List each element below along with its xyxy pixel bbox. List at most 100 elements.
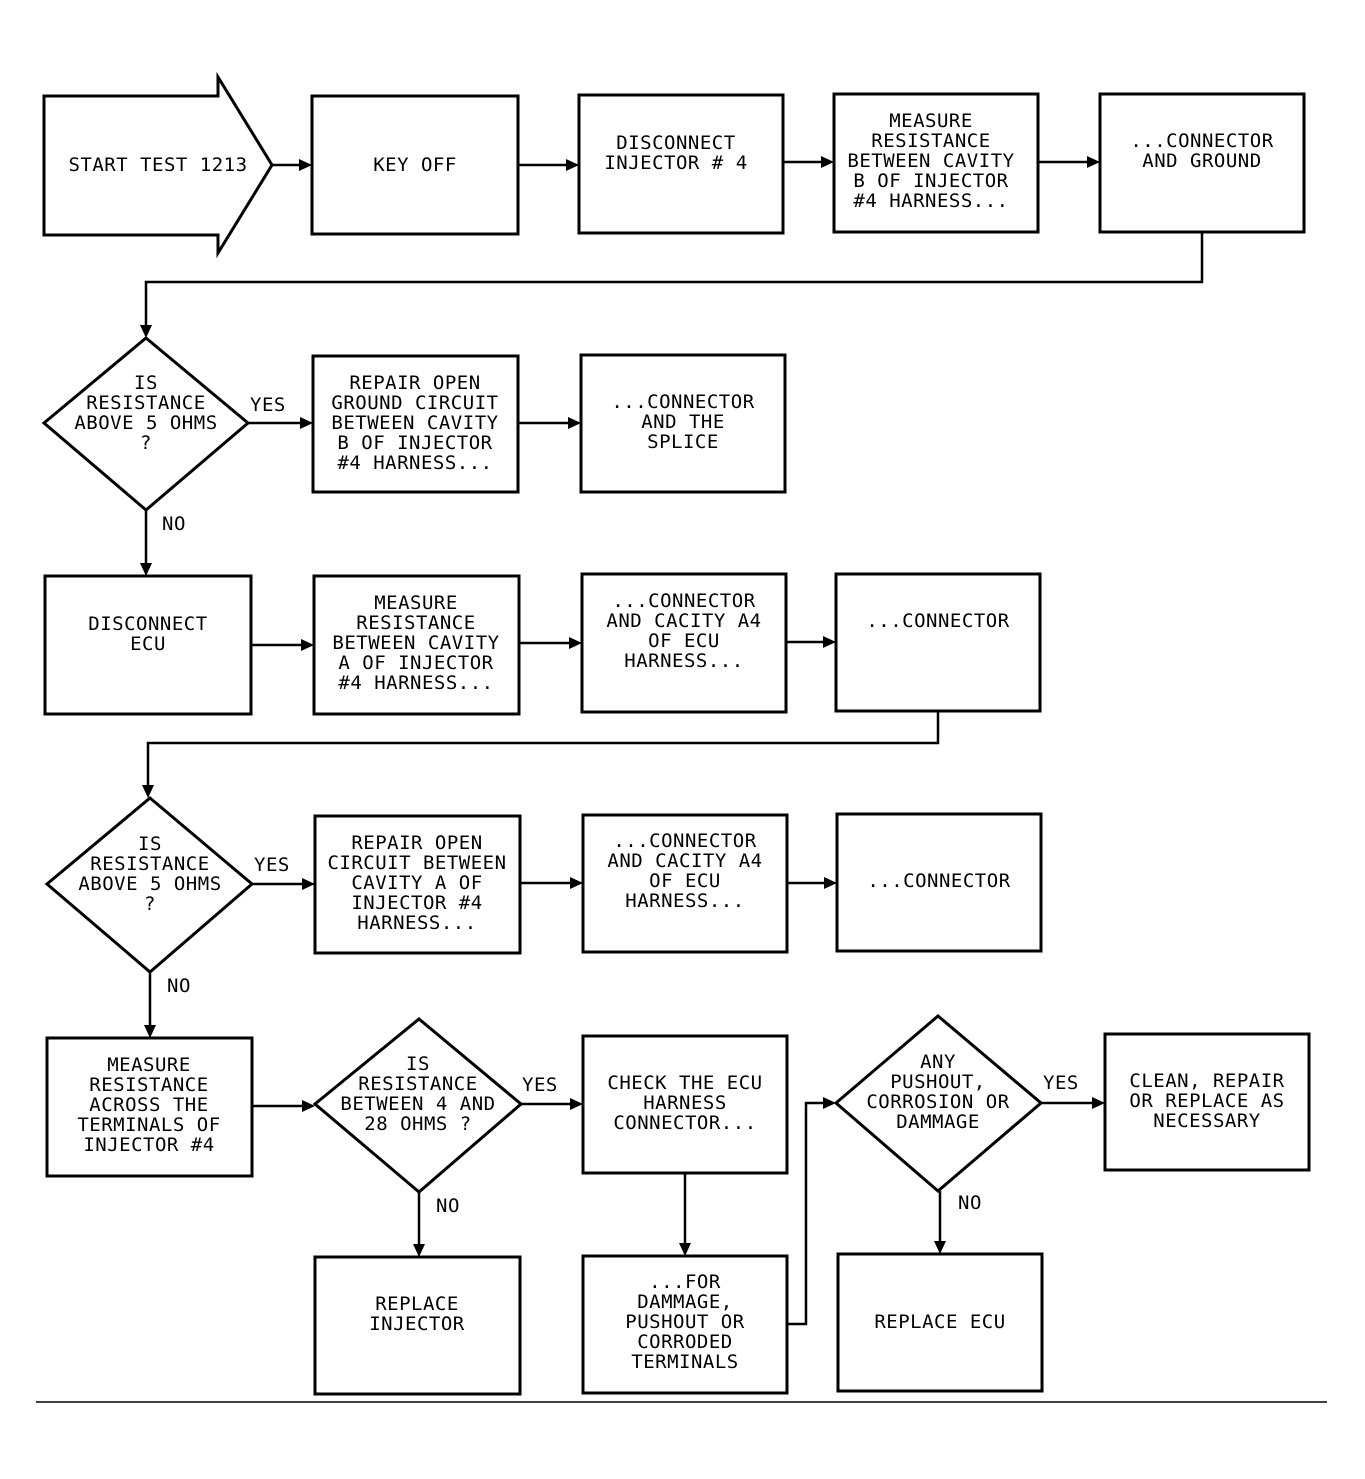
- node-text-line: B OF INJECTOR: [853, 170, 1008, 192]
- arrowhead: [570, 877, 583, 889]
- arrowhead: [140, 325, 152, 338]
- node-text-line: NECESSARY: [1153, 1110, 1261, 1132]
- connector-lines: [144, 160, 1204, 1326]
- decision-4-diamond: [833, 1014, 1044, 1193]
- node-text-line: RESISTANCE: [90, 853, 209, 875]
- node-text-line: SPLICE: [647, 431, 719, 453]
- arrowhead: [823, 636, 836, 648]
- node-text-line: ABOVE 5 OHMS: [78, 873, 221, 895]
- node-text-line: DISCONNECT: [88, 613, 207, 635]
- node-text-line: ...CONNECTOR: [867, 870, 1010, 892]
- node-text-line: INJECTOR # 4: [604, 152, 747, 174]
- node-text-line: BETWEEN CAVITY: [332, 632, 499, 654]
- node-text-line: BETWEEN CAVITY: [331, 412, 498, 434]
- node-text-line: RESISTANCE: [358, 1073, 477, 1095]
- arrowhead: [566, 159, 579, 171]
- node-text-line: ...CONNECTOR: [612, 590, 755, 612]
- yes-label: YES: [254, 854, 290, 876]
- node-text-line: HARNESS...: [624, 650, 743, 672]
- yes-label: YES: [250, 394, 286, 416]
- no-label: NO: [167, 975, 191, 997]
- node-text-line: START TEST 1213: [68, 154, 247, 176]
- node-text-line: CAVITY A OF: [351, 872, 482, 894]
- node-text-line: ACROSS THE: [89, 1094, 208, 1116]
- arrowhead: [413, 1244, 425, 1257]
- arrowhead: [823, 1097, 836, 1109]
- measure-cavity-a-box: [312, 574, 521, 716]
- node-text-line: CONNECTOR...: [613, 1112, 756, 1134]
- arrowhead: [1087, 156, 1100, 168]
- edge-labels: YES NO YES NO YES NO YES NO: [162, 394, 1079, 1217]
- measure-terminals-box: [45, 1036, 254, 1178]
- replace-ecu-box: [836, 1252, 1044, 1393]
- node-text-line: AND CACITY A4: [606, 610, 761, 632]
- node-text-line: CLEAN, REPAIR: [1129, 1070, 1284, 1092]
- node-text-line: HARNESS...: [357, 912, 476, 934]
- node-text-line: DAMMAGE,: [637, 1291, 733, 1313]
- node-text-line: INJECTOR #4: [351, 892, 482, 914]
- node-text-line: PUSHOUT OR: [625, 1311, 744, 1333]
- arrowhead: [824, 877, 837, 889]
- node-text-line: MEASURE: [374, 592, 458, 614]
- node-text-line: BETWEEN CAVITY: [847, 150, 1014, 172]
- arrowhead: [302, 878, 315, 890]
- arrowhead: [301, 639, 314, 651]
- connector-box-2: [835, 812, 1043, 953]
- connector-1-label: ...CONNECTOR: [866, 610, 1009, 632]
- clean-repair-box: [1103, 1032, 1311, 1172]
- arrowheads: [140, 156, 1105, 1257]
- arrowhead: [569, 637, 582, 649]
- edge-conn1-dec1: [144, 232, 1204, 326]
- node-text-line: ANY: [920, 1051, 956, 1073]
- node-text-line: OF ECU: [648, 630, 720, 652]
- connector-2-label: ...CONNECTOR: [867, 870, 1010, 892]
- connector-ground-box: [1098, 92, 1306, 234]
- connector-splice-box: [579, 353, 787, 494]
- arrowhead: [1092, 1097, 1105, 1109]
- disconnect-injector-box: [577, 93, 785, 235]
- yes-label: YES: [1043, 1072, 1079, 1094]
- arrowhead: [142, 785, 154, 798]
- key-off-label: KEY OFF: [373, 154, 457, 176]
- node-text-line: INJECTOR #4: [83, 1134, 214, 1156]
- node-text-line: REPLACE: [375, 1293, 459, 1315]
- node-shapes: [41, 71, 1311, 1396]
- node-text-line: OF ECU: [649, 870, 721, 892]
- node-text-line: AND THE: [641, 411, 725, 433]
- disconnect-ecu-box: [43, 574, 253, 716]
- arrowhead: [821, 156, 834, 168]
- node-text-line: REPAIR OPEN: [351, 832, 482, 854]
- node-text-line: TERMINALS OF: [77, 1114, 220, 1136]
- connector-a4-box-2: [581, 813, 789, 954]
- arrowhead: [934, 1241, 946, 1254]
- arrowhead: [302, 1100, 315, 1112]
- arrowhead: [299, 159, 312, 171]
- node-text-line: DISCONNECT: [616, 132, 735, 154]
- node-text-line: B OF INJECTOR: [337, 432, 492, 454]
- node-text-line: PUSHOUT,: [890, 1071, 986, 1093]
- node-text-line: AND CACITY A4: [607, 850, 762, 872]
- node-text-line: #4 HARNESS...: [853, 190, 1008, 212]
- node-text-line: MEASURE: [107, 1054, 191, 1076]
- edge-meas2c-dec2: [146, 711, 940, 786]
- node-text-line: INJECTOR: [369, 1313, 465, 1335]
- node-text-line: AND GROUND: [1142, 150, 1261, 172]
- node-text-line: HARNESS: [643, 1092, 727, 1114]
- node-text-line: ECU: [130, 633, 166, 655]
- node-text-line: RESISTANCE: [356, 612, 475, 634]
- node-text-line: REPLACE ECU: [874, 1311, 1005, 1333]
- arrowhead: [140, 563, 152, 576]
